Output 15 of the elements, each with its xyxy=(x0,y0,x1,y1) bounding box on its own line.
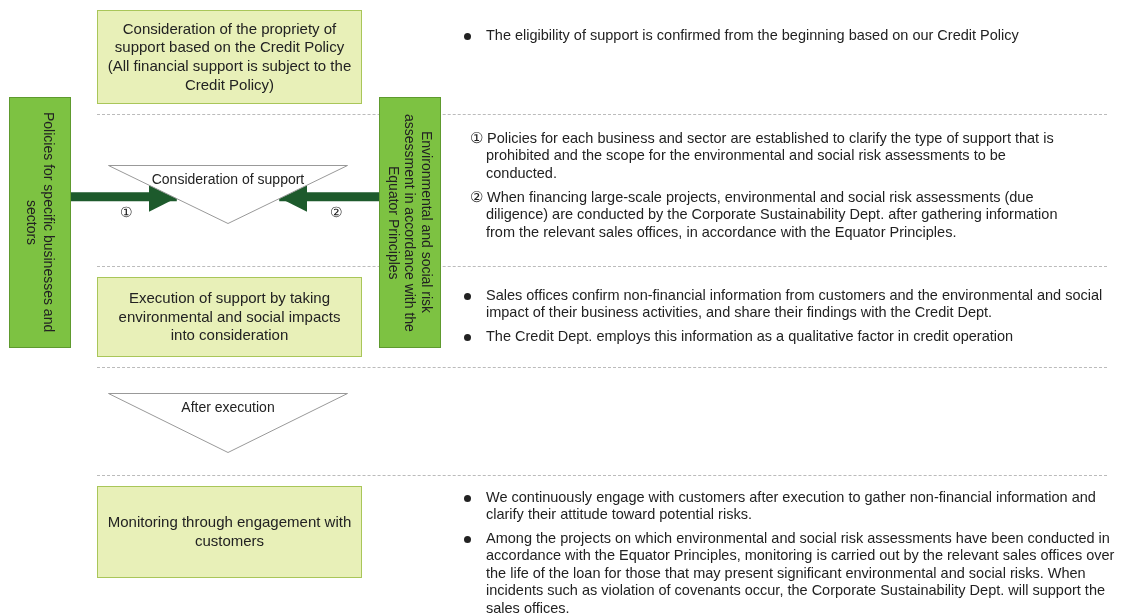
edge-label: ① xyxy=(119,203,134,220)
process-box: Monitoring through engagement with customers xyxy=(97,486,362,578)
bullet-text: We continuously engage with customers after execution to gather non-financial information and clarify their attitude toward potential risks. xyxy=(486,489,1097,524)
bullet-text: The Credit Dept. employs this information as a qualitative factor in credit operation xyxy=(486,328,1015,346)
bullet-text: Sales offices confirm non-financial information from customers and the environmental and social impact of their business activities, and share their findings with the Credit Dept. xyxy=(486,287,1104,322)
numbered-text: ① Policies for each business and sector are established to clarify the type of support that is prohibited and the scope for the environmental and social risk assessments to be conducted. xyxy=(470,130,1055,183)
process-box: Execution of support by taking environmental and social impacts into consideration xyxy=(97,277,362,357)
policy-box: Policies for specific businesses and sectors xyxy=(9,97,71,348)
process-box: Consideration of the propriety of support based on the Credit Policy (All financial support is subject to the Credit Policy) xyxy=(97,10,362,104)
numbered-text: ② When financing large-scale projects, environmental and social risk assessments (due diligence) are conducted by the Corporate Sustainability Dept. after gathering information from the relevant sales offices, in accordance with the Equator Principles. xyxy=(470,189,1059,242)
bullet-text: Among the projects on which environmental and social risk assessments have been conducted in accordance with the Equator Principles, monitoring is carried out by the relevant sales offices over the life of the loan for those that may present significant environmental and social risks. When incidents such as violation of covenants occur, the Corporate Sustainability Dept. will support the sales offices. xyxy=(486,530,1116,615)
process-triangle: After execution xyxy=(108,393,348,453)
edge-label: ② xyxy=(329,203,344,220)
policy-box: Environmental and social risk assessment in accordance with the Equator Principles xyxy=(379,97,441,348)
bullet-text: The eligibility of support is confirmed from the beginning based on our Credit Policy xyxy=(486,27,1020,45)
